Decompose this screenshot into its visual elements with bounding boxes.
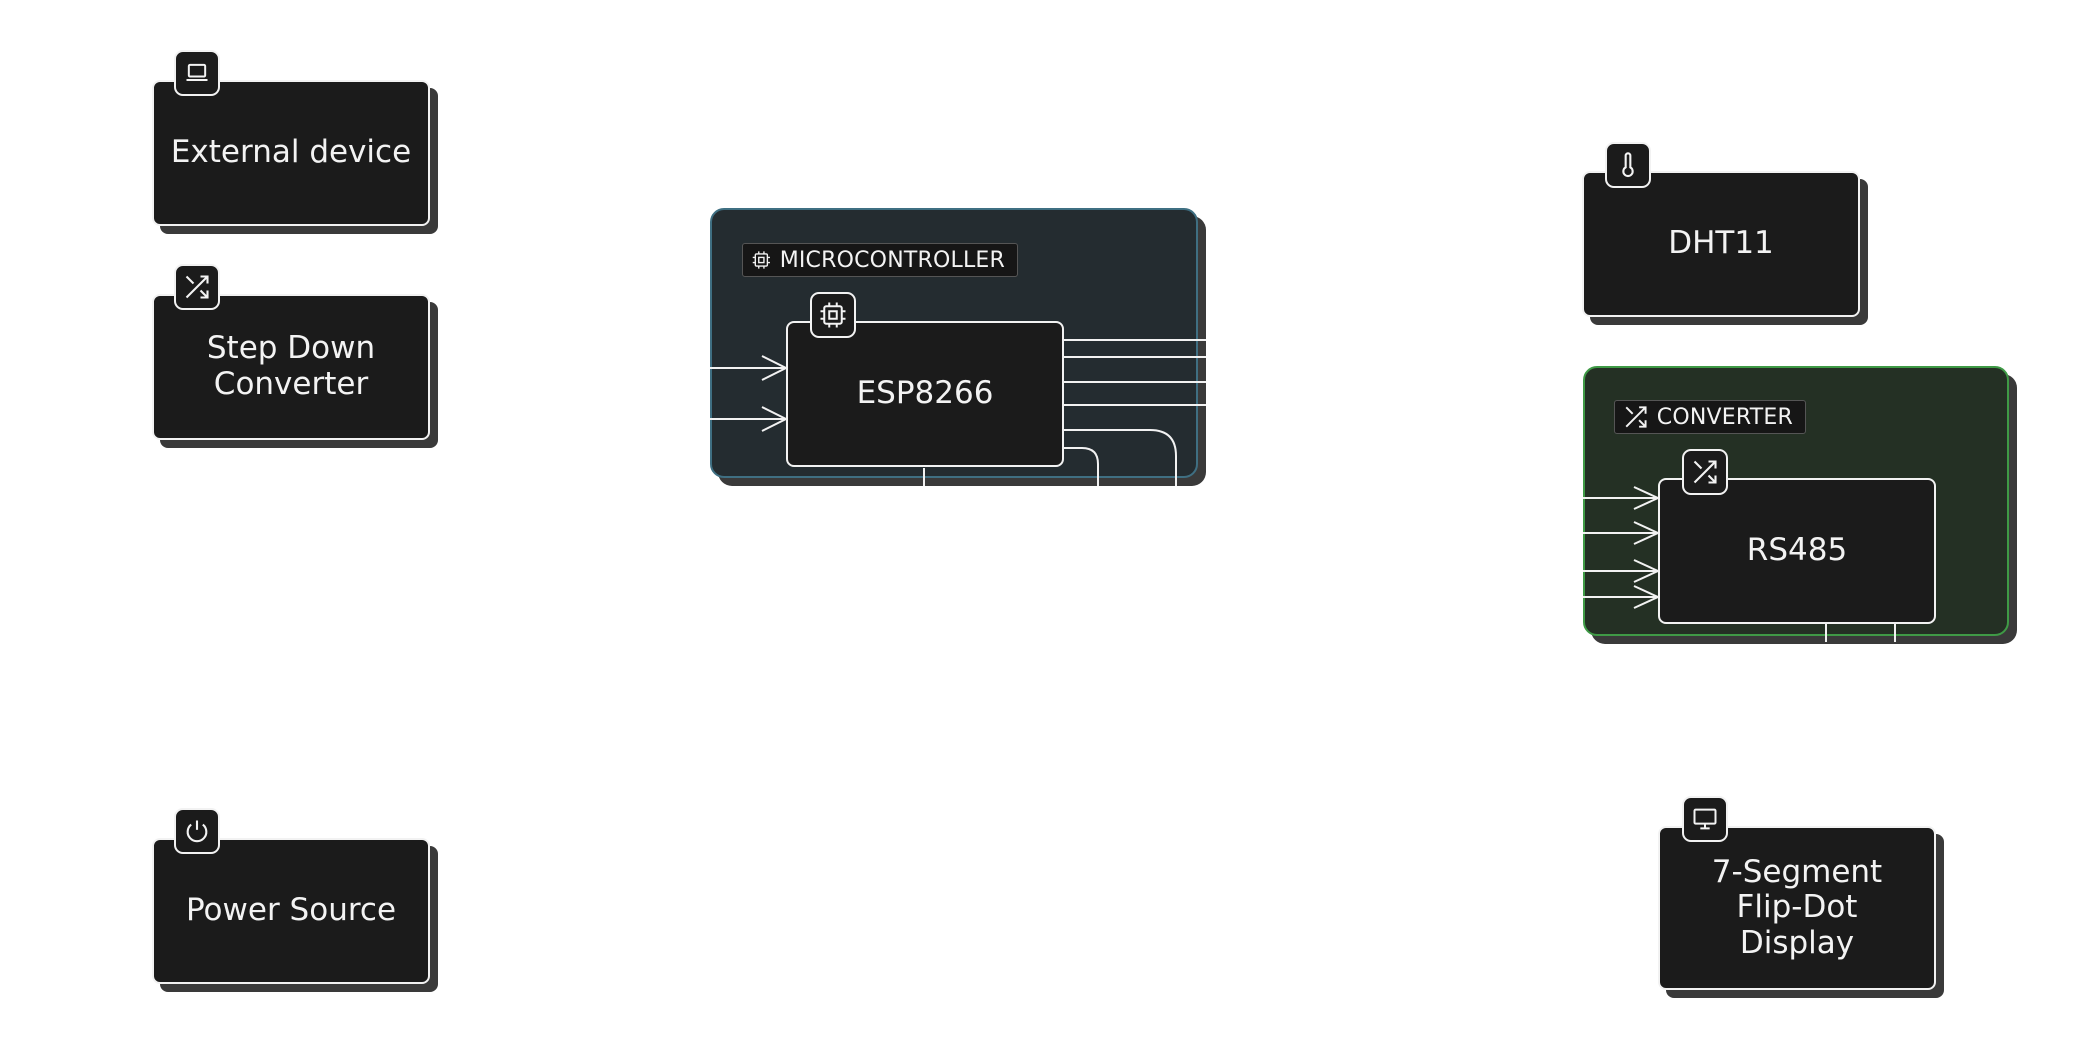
power-source-label: Power Source xyxy=(185,892,397,929)
display-badge xyxy=(1682,796,1728,842)
dht11-node[interactable]: DHT11 xyxy=(1582,171,1860,317)
power-source-node[interactable]: Power Source xyxy=(152,838,430,984)
chip-icon xyxy=(752,251,770,269)
converter-group-label: CONVERTER xyxy=(1656,404,1793,430)
display-node[interactable]: 7-Segment Flip-Dot Display xyxy=(1658,826,1936,990)
esp8266-label: ESP8266 xyxy=(856,375,994,412)
monitor-icon xyxy=(1693,808,1717,830)
shuffle-icon xyxy=(185,275,209,299)
esp8266-node[interactable]: ESP8266 xyxy=(786,321,1064,467)
dht11-badge xyxy=(1605,142,1651,188)
laptop-icon xyxy=(186,63,208,81)
step-down-converter-badge xyxy=(174,264,220,310)
shuffle-icon xyxy=(1693,460,1717,484)
step-down-converter-label: Step Down Converter xyxy=(206,330,376,402)
rs485-badge xyxy=(1682,449,1728,495)
converter-group-tag: CONVERTER xyxy=(1614,400,1806,434)
step-down-converter-node[interactable]: Step Down Converter xyxy=(152,294,430,440)
esp-output-curve-1 xyxy=(1062,429,1177,486)
dht11-label: DHT11 xyxy=(1668,225,1774,262)
microcontroller-group-label: MICROCONTROLLER xyxy=(779,247,1005,273)
display-label: 7-Segment Flip-Dot Display xyxy=(1711,853,1883,961)
chip-icon xyxy=(820,302,846,328)
rs485-label: RS485 xyxy=(1746,532,1848,569)
shuffle-icon xyxy=(1625,406,1647,428)
esp-output-curve-2 xyxy=(1062,447,1099,486)
external-device-badge xyxy=(174,50,220,96)
external-device-node[interactable]: External device xyxy=(152,80,430,226)
rs485-node[interactable]: RS485 xyxy=(1658,478,1936,624)
external-device-label: External device xyxy=(170,134,412,171)
esp8266-badge xyxy=(810,292,856,338)
power-icon xyxy=(186,820,208,843)
thermometer-icon xyxy=(1622,152,1634,178)
power-source-badge xyxy=(174,808,220,854)
microcontroller-group-tag: MICROCONTROLLER xyxy=(742,243,1018,277)
